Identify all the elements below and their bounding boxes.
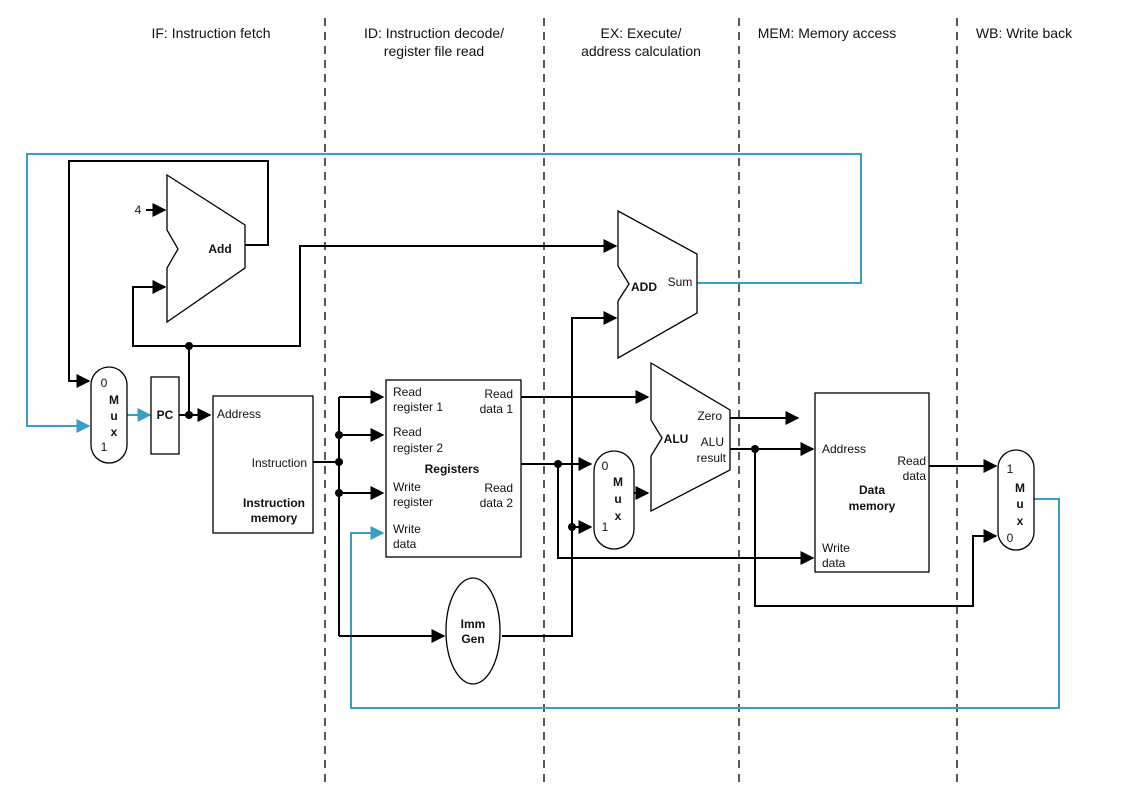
junction-dot xyxy=(751,445,759,453)
pc-adder-label: Add xyxy=(208,242,231,256)
alu-result-label-a: ALU xyxy=(701,435,724,449)
read-reg1-label-b: register 1 xyxy=(393,400,443,414)
junction-dot xyxy=(335,431,343,439)
imm-to-alu-mux-wire xyxy=(502,520,593,637)
read-data2-to-dmem-wire xyxy=(557,464,815,565)
pc-register-label: PC xyxy=(157,408,174,422)
stage-wb-label: WB: Write back xyxy=(976,25,1073,41)
imm-gen: Imm Gen xyxy=(445,577,501,685)
alu-mux: 0 M u x 1 xyxy=(593,450,635,550)
write-data-label-b: data xyxy=(393,537,417,551)
register-file: Read register 1 Read register 2 Write re… xyxy=(385,379,522,558)
junction-dot xyxy=(568,523,576,531)
junction-dot xyxy=(185,411,193,419)
stage-ex-label-line2: address calculation xyxy=(581,43,701,59)
imem-address-label: Address xyxy=(217,407,261,421)
dmem-read-data-label-b: data xyxy=(903,469,927,483)
stage-id-label-line2: register file read xyxy=(384,43,484,59)
pc-mux-m: M xyxy=(109,393,119,407)
pc-mux-x: x xyxy=(111,425,118,439)
write-reg-label-b: register xyxy=(393,495,433,509)
pc-to-branch-adder-wire xyxy=(189,239,618,347)
read-data2-label-b: data 2 xyxy=(480,496,514,510)
data-memory: Address Write data Read data Data memory xyxy=(814,392,930,573)
wb-mux-x: x xyxy=(1017,514,1024,528)
alu-mux-x: x xyxy=(615,509,622,523)
const-4-label: 4 xyxy=(135,203,142,217)
branch-adder-sum-label: Sum xyxy=(668,275,693,289)
stage-id-label-line1: ID: Instruction decode/ xyxy=(364,25,504,41)
imm-gen-label-line2: Gen xyxy=(461,632,484,646)
alu-mux-in0: 0 xyxy=(602,459,609,473)
pc-mux-in1: 1 xyxy=(101,440,108,454)
registers-title: Registers xyxy=(425,462,480,476)
writeback-mux: 1 M u x 0 xyxy=(997,449,1035,551)
alu-shape xyxy=(650,361,731,513)
dmem-read-data-label-a: Read xyxy=(897,454,926,468)
alu-mux-in1: 1 xyxy=(602,520,609,534)
alu: ALU Zero ALU result xyxy=(650,361,731,513)
pc-register: PC xyxy=(150,376,180,455)
pc-mux-shape xyxy=(90,366,128,464)
stage-mem-label: MEM: Memory access xyxy=(758,25,896,41)
dmem-title-line1: Data xyxy=(859,483,885,497)
imm-gen-shape xyxy=(445,577,501,685)
junction-dot xyxy=(335,489,343,497)
wb-mux-u: u xyxy=(1016,497,1023,511)
branch-adder-shape xyxy=(617,209,698,360)
read-reg1-label-a: Read xyxy=(393,385,422,399)
writeback-wire xyxy=(350,498,1060,709)
stage-ex-label-line1: EX: Execute/ xyxy=(601,25,682,41)
alu-result-bypass-wire xyxy=(754,449,998,607)
write-data-label-a: Write xyxy=(393,522,421,536)
imem-title-line1: Instruction xyxy=(243,496,305,510)
alu-result-label-b: result xyxy=(697,451,727,465)
pc-register-box xyxy=(150,376,180,455)
alu-mux-u: u xyxy=(614,492,621,506)
instruction-memory-box xyxy=(212,395,314,534)
dmem-write-data-label-a: Write xyxy=(822,541,850,555)
read-data1-label-a: Read xyxy=(484,387,513,401)
imem-title-line2: memory xyxy=(251,511,298,525)
dmem-address-label: Address xyxy=(822,442,866,456)
wb-mux-shape xyxy=(997,449,1035,551)
read-data2-label-a: Read xyxy=(484,481,513,495)
pc-adder: Add xyxy=(166,173,246,324)
junction-dot xyxy=(185,342,193,350)
read-reg2-label-a: Read xyxy=(393,425,422,439)
register-file-box xyxy=(385,379,522,558)
branch-target-wire xyxy=(26,153,862,433)
wb-mux-in0: 0 xyxy=(1007,531,1014,545)
imem-instruction-port-label: Instruction xyxy=(252,456,307,470)
alu-label: ALU xyxy=(664,432,689,446)
dmem-write-data-label-b: data xyxy=(822,556,846,570)
pc-to-add-wire xyxy=(132,280,189,347)
wb-mux-in1: 1 xyxy=(1007,462,1014,476)
alu-zero-label: Zero xyxy=(697,409,722,423)
junction-dot xyxy=(335,458,343,466)
pc-mux-u: u xyxy=(110,409,117,423)
dmem-title-line2: memory xyxy=(849,499,896,513)
instruction-memory: Address Instruction Instruction memory xyxy=(212,395,314,534)
imm-gen-label-line1: Imm xyxy=(461,617,486,631)
pc-mux-in0: 0 xyxy=(101,376,108,390)
pc-mux: 0 M u x 1 xyxy=(90,366,128,464)
branch-adder: ADD Sum xyxy=(617,209,698,360)
junction-dot xyxy=(554,460,562,468)
branch-adder-label: ADD xyxy=(631,280,657,294)
alu-mux-m: M xyxy=(613,475,623,489)
read-data1-label-b: data 1 xyxy=(480,402,514,416)
pc-adder-shape xyxy=(166,173,246,324)
alu-mux-shape xyxy=(593,450,635,550)
read-reg2-label-b: register 2 xyxy=(393,441,443,455)
stage-if-label: IF: Instruction fetch xyxy=(151,25,270,41)
write-reg-label-a: Write xyxy=(393,480,421,494)
wb-mux-m: M xyxy=(1015,481,1025,495)
pc-plus4-wire xyxy=(68,160,269,388)
imm-to-branch-adder-wire xyxy=(571,311,618,527)
data-memory-box xyxy=(814,392,930,573)
